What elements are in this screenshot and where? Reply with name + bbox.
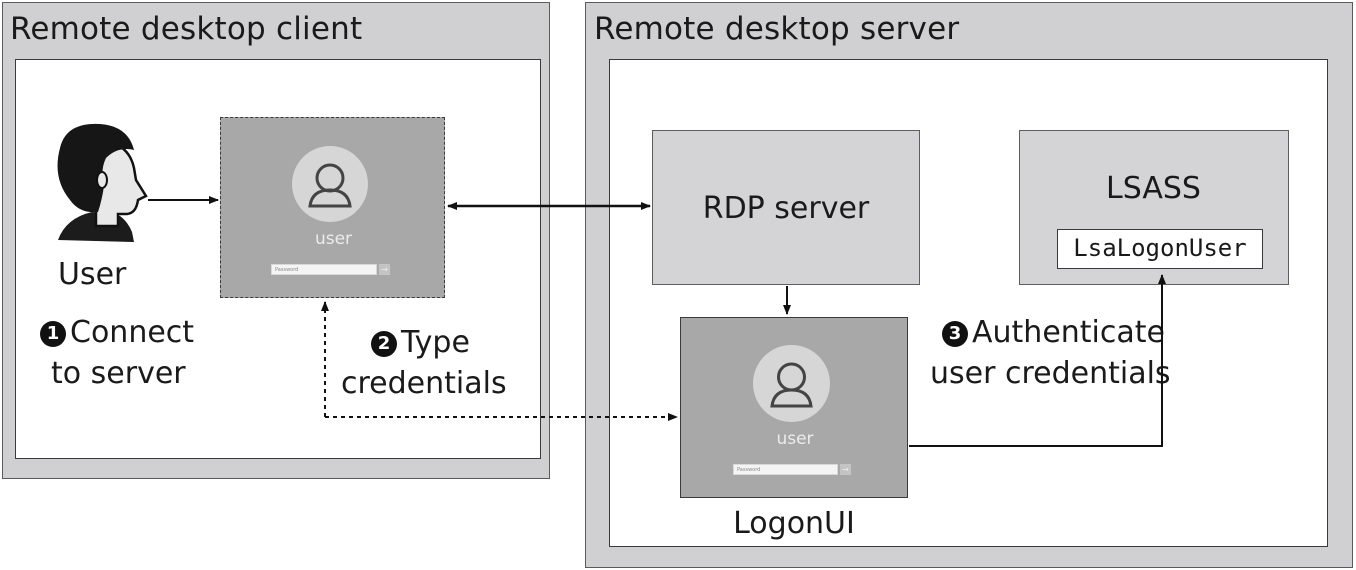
step-3-line2: user credentials [930,356,1171,391]
client-title: Remote desktop client [10,11,363,47]
step-2-line1: Type [401,325,470,360]
step-1-line2: to server [51,356,186,391]
step-3-line1: Authenticate [972,315,1165,350]
client-user-icon [308,163,352,208]
client-username: user [314,229,353,249]
lsalogonuser-function: LsaLogonUser [1057,229,1263,269]
logonui-avatar [753,345,830,422]
logonui-user-icon [770,362,813,408]
step-1-marker: 1 [40,321,66,347]
server-title: Remote desktop server [594,11,960,47]
step-3-marker: 3 [942,321,968,347]
logonui-label: LogonUI [733,506,855,541]
logonui-screen: user Password → [680,317,908,498]
rdp-server-box: RDP server [652,130,920,285]
client-logon-screen: user Password → [220,117,445,298]
lsass-box: LSASS LsaLogonUser [1019,130,1289,285]
logonui-username: user [776,429,814,449]
client-password-field[interactable]: Password [271,264,377,275]
lsass-label: LSASS [1106,171,1201,206]
step-2-marker: 2 [371,331,397,357]
step-1-line1: Connect [70,315,195,350]
logonui-submit-button[interactable]: → [840,464,851,475]
logonui-password-field[interactable]: Password [733,464,838,475]
step-2-line2: credentials [341,366,507,401]
client-avatar [292,146,368,222]
client-submit-button[interactable]: → [379,264,390,275]
user-label: User [58,257,127,292]
